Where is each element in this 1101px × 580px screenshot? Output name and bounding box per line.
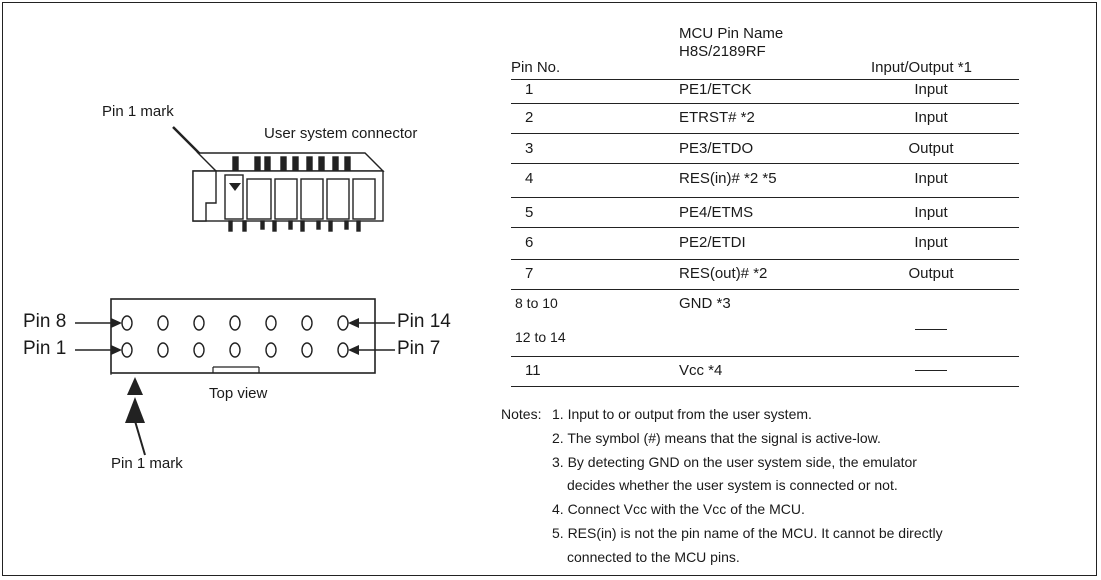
pin14-label: Pin 14 bbox=[397, 311, 451, 332]
row-7-name: RES(out)# *2 bbox=[679, 265, 768, 282]
pin-grid bbox=[121, 315, 349, 358]
row-5-name: PE4/ETMS bbox=[679, 204, 754, 221]
notes-prefix: Notes: bbox=[501, 406, 542, 422]
row-5-pin: 5 bbox=[525, 204, 534, 221]
row-5-io: Input bbox=[914, 204, 948, 221]
note-3-line1: 3. By detecting GND on the user system s… bbox=[552, 454, 917, 470]
note-1: 1. Input to or output from the user syst… bbox=[552, 406, 812, 422]
row-3-name: PE3/ETDO bbox=[679, 140, 754, 157]
row-2-io: Input bbox=[914, 109, 948, 126]
user-system-connector-label: User system connector bbox=[264, 125, 418, 142]
pin1-label: Pin 1 bbox=[23, 338, 67, 359]
connector-diagram bbox=[75, 126, 395, 456]
row-7-io: Output bbox=[908, 265, 954, 282]
pin8-label: Pin 8 bbox=[23, 311, 67, 332]
row-4-io: Input bbox=[914, 170, 948, 187]
row-4-pin: 4 bbox=[525, 170, 534, 187]
top-view-label: Top view bbox=[209, 385, 268, 402]
connector-3d-icon bbox=[192, 152, 385, 232]
row-1-pin: 1 bbox=[525, 81, 534, 98]
pin1-mark-label-bottom: Pin 1 mark bbox=[111, 455, 183, 472]
gnd-row-pin-a: 8 to 10 bbox=[515, 295, 558, 311]
row-1-io: Input bbox=[914, 81, 948, 98]
header-mcu-model: H8S/2189RF bbox=[679, 43, 766, 60]
pin1-triangle-marker bbox=[127, 377, 143, 395]
row-3-io: Output bbox=[908, 140, 954, 157]
row-2-name: ETRST# *2 bbox=[679, 109, 755, 126]
row-6-pin: 6 bbox=[525, 234, 534, 251]
pin7-label: Pin 7 bbox=[397, 338, 441, 359]
row-6-name: PE2/ETDI bbox=[679, 234, 746, 251]
note-4: 4. Connect Vcc with the Vcc of the MCU. bbox=[552, 501, 805, 517]
pin1-mark-label-top: Pin 1 mark bbox=[102, 103, 174, 120]
pin-leader-arrows bbox=[75, 318, 395, 355]
row-4-name: RES(in)# *2 *5 bbox=[679, 170, 777, 187]
note-5-line2: connected to the MCU pins. bbox=[567, 549, 740, 565]
row-1-name: PE1/ETCK bbox=[679, 81, 752, 98]
pin1-arrowhead-bottom bbox=[125, 397, 145, 423]
vcc-row-name: Vcc *4 bbox=[679, 362, 723, 379]
gnd-row-name: GND *3 bbox=[679, 295, 731, 312]
row-6-io: Input bbox=[914, 234, 948, 251]
gnd-row-io-dash bbox=[915, 329, 947, 330]
connector-top-view-outline bbox=[110, 298, 376, 374]
row-2-pin: 2 bbox=[525, 109, 534, 126]
header-pin-no: Pin No. bbox=[511, 59, 561, 76]
vcc-row-pin: 11 bbox=[525, 362, 541, 379]
gnd-row-pin-b: 12 to 14 bbox=[515, 329, 566, 345]
row-3-pin: 3 bbox=[525, 140, 534, 157]
note-3-line2: decides whether the user system is conne… bbox=[567, 477, 898, 493]
row-7-pin: 7 bbox=[525, 265, 534, 282]
note-2: 2. The symbol (#) means that the signal … bbox=[552, 430, 881, 446]
vcc-row-io-dash bbox=[915, 370, 947, 371]
note-5-line1: 5. RES(in) is not the pin name of the MC… bbox=[552, 525, 943, 541]
pin1-pointer-bottom bbox=[134, 420, 146, 456]
header-input-output: Input/Output *1 bbox=[871, 59, 972, 76]
header-mcu-pin-name: MCU Pin Name bbox=[679, 25, 784, 42]
